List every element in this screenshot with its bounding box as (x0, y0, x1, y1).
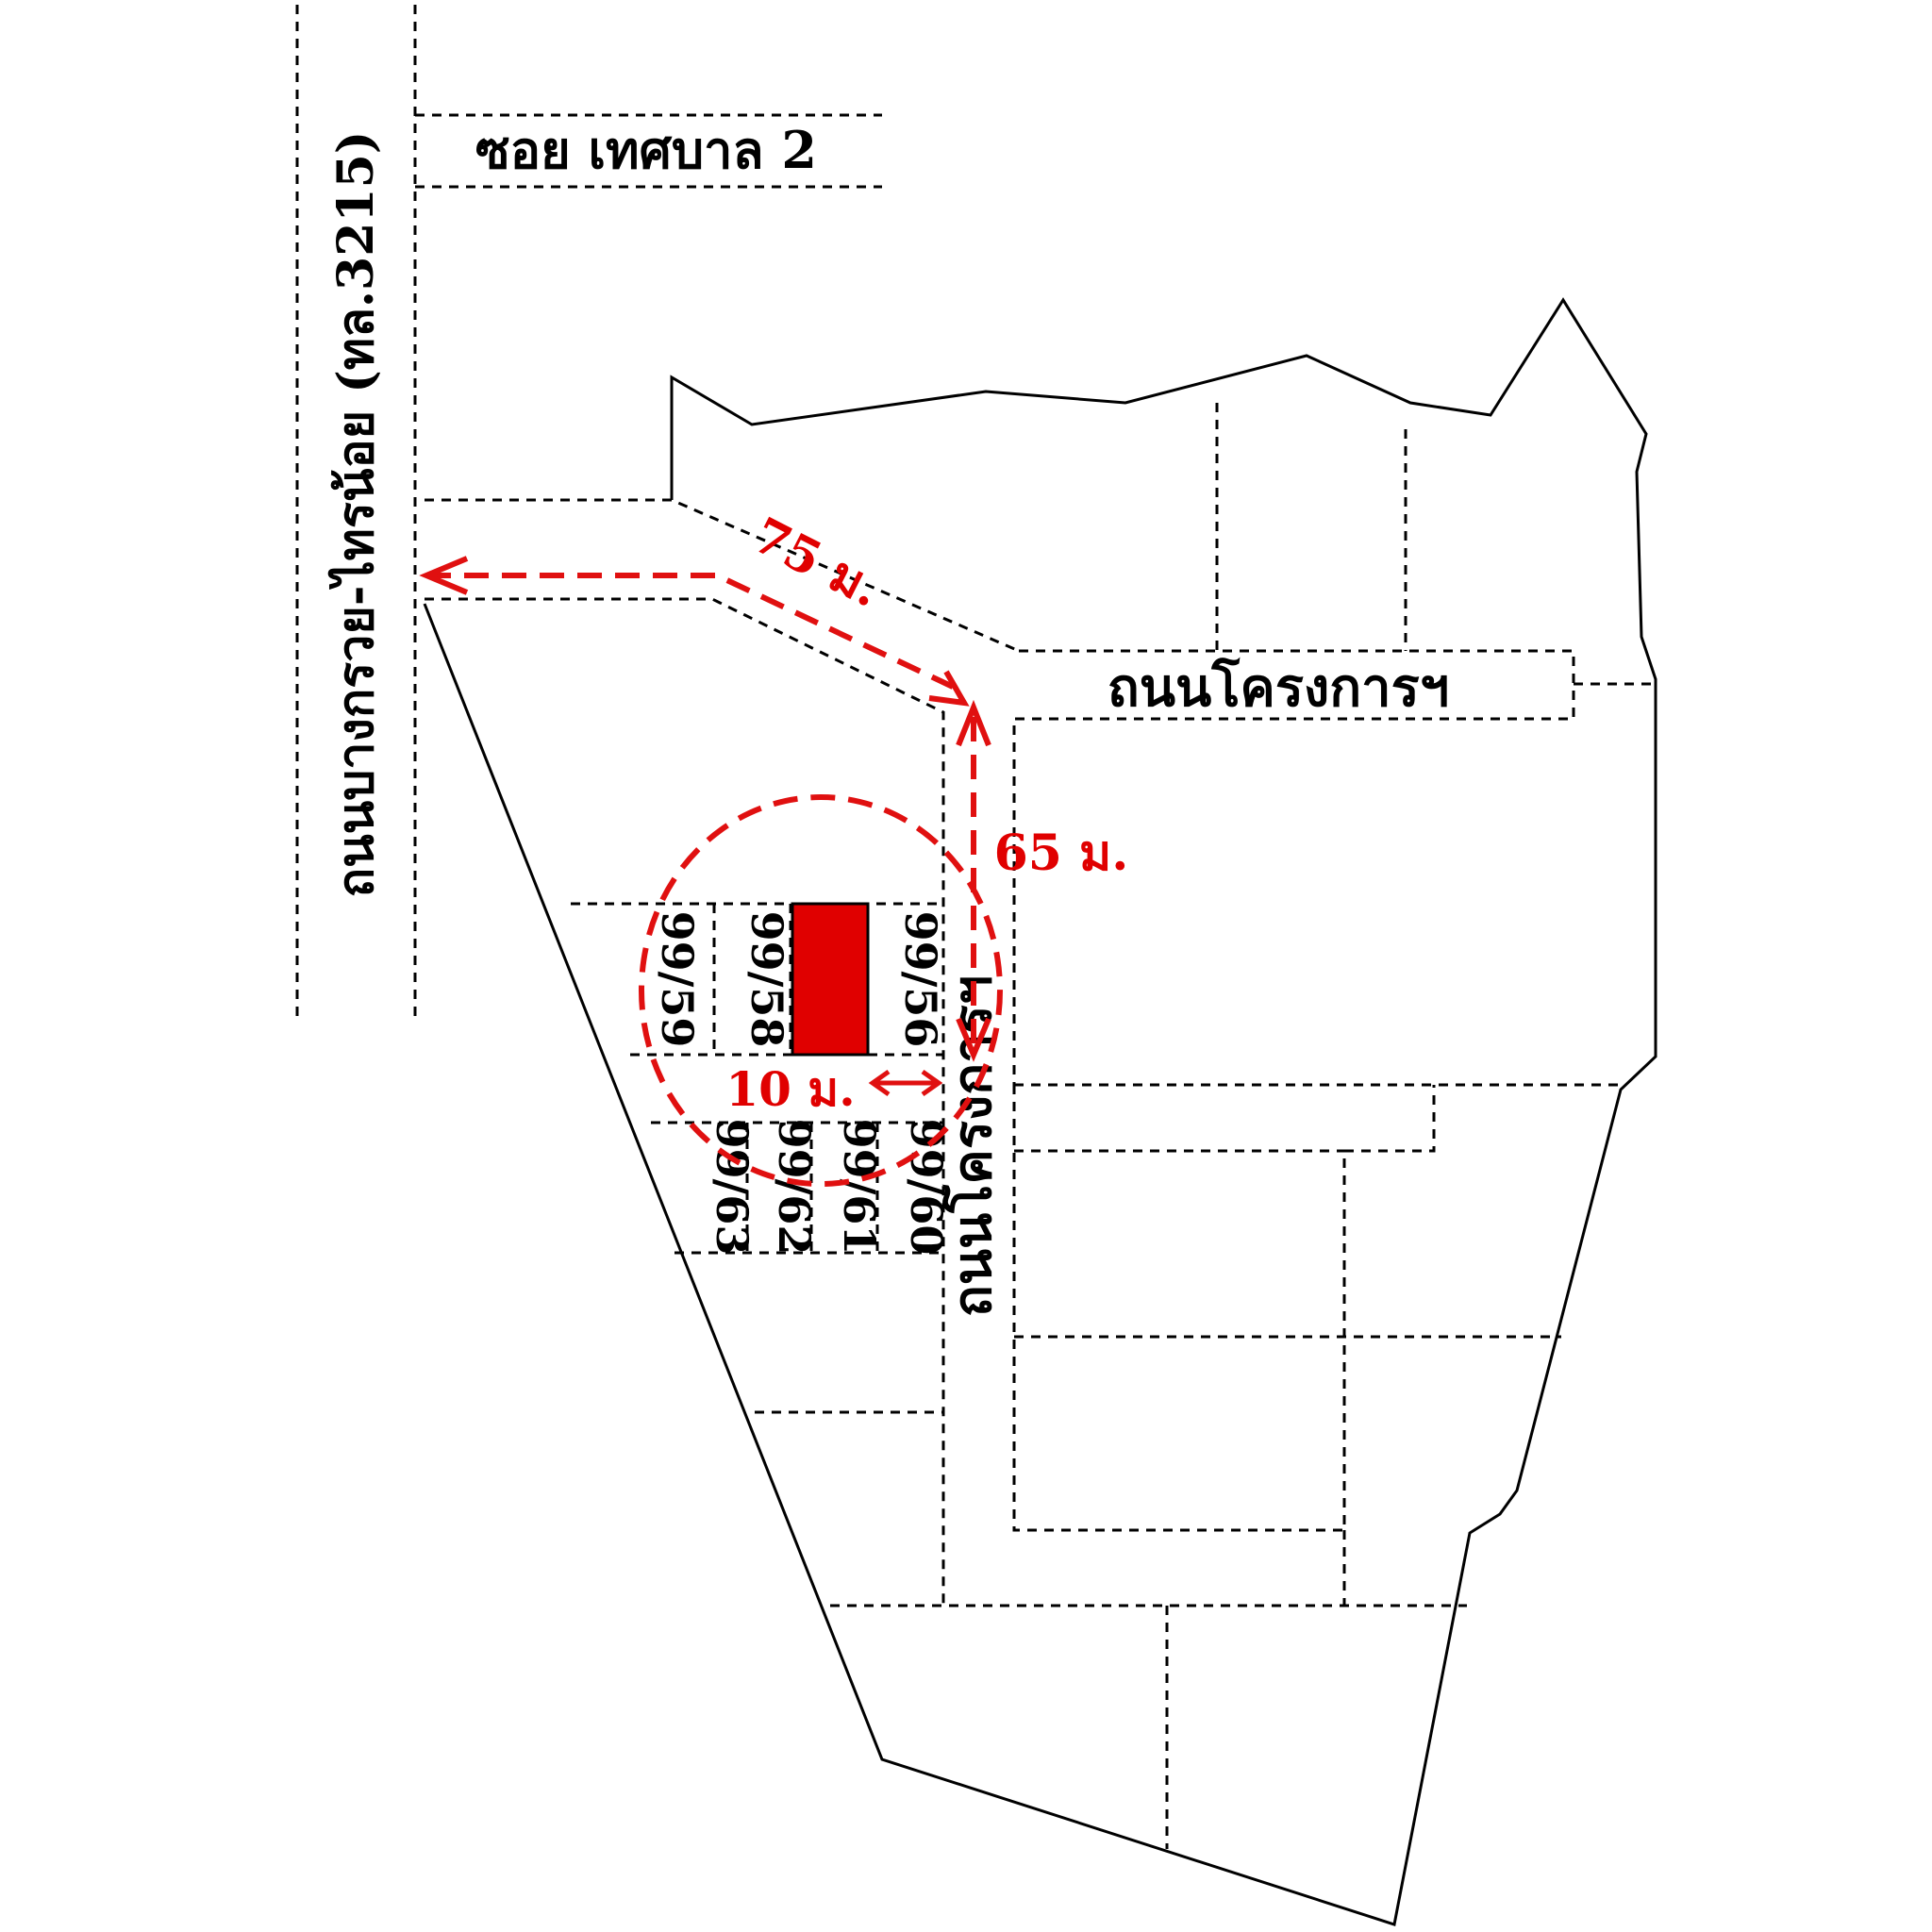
arrow-head-icon (419, 556, 469, 595)
soi-label: ซอย เทศบาล 2 (475, 120, 817, 180)
plot-label-99-62: 99/62 (769, 1119, 820, 1256)
distance-75m-label: 75 ม. (743, 507, 890, 619)
plot-label-99-63: 99/63 (707, 1119, 758, 1256)
plot-label-99-56: 99/56 (895, 911, 946, 1048)
plot-labels: 99/59 99/58 99/56 99/63 99/62 99/61 99/6… (652, 911, 952, 1256)
parcel-lines (755, 403, 1621, 1849)
route-path (419, 556, 991, 1062)
plot-label-99-59: 99/59 (652, 911, 703, 1048)
plot-label-99-58: 99/58 (741, 911, 792, 1048)
project-road-h-label: ถนนโครงการฯ (1108, 657, 1449, 719)
double-arrow-icon (868, 1069, 943, 1097)
plot-label-99-61: 99/61 (834, 1119, 885, 1256)
land-boundary (423, 297, 1657, 1926)
plot-label-99-60: 99/60 (901, 1119, 952, 1256)
main-road-label: ถนนบางกรวย-ไทรน้อย (ทล.3215) (327, 131, 385, 898)
distance-65m-label: 65 ม. (994, 824, 1129, 882)
distance-10m-label: 10 ม. (725, 1061, 855, 1117)
access-road (425, 498, 1020, 1604)
main-road (295, 5, 417, 1024)
project-road-horizontal (1012, 649, 1656, 1085)
circle-highlight-icon (639, 794, 1003, 1187)
target-plot (791, 902, 870, 1057)
